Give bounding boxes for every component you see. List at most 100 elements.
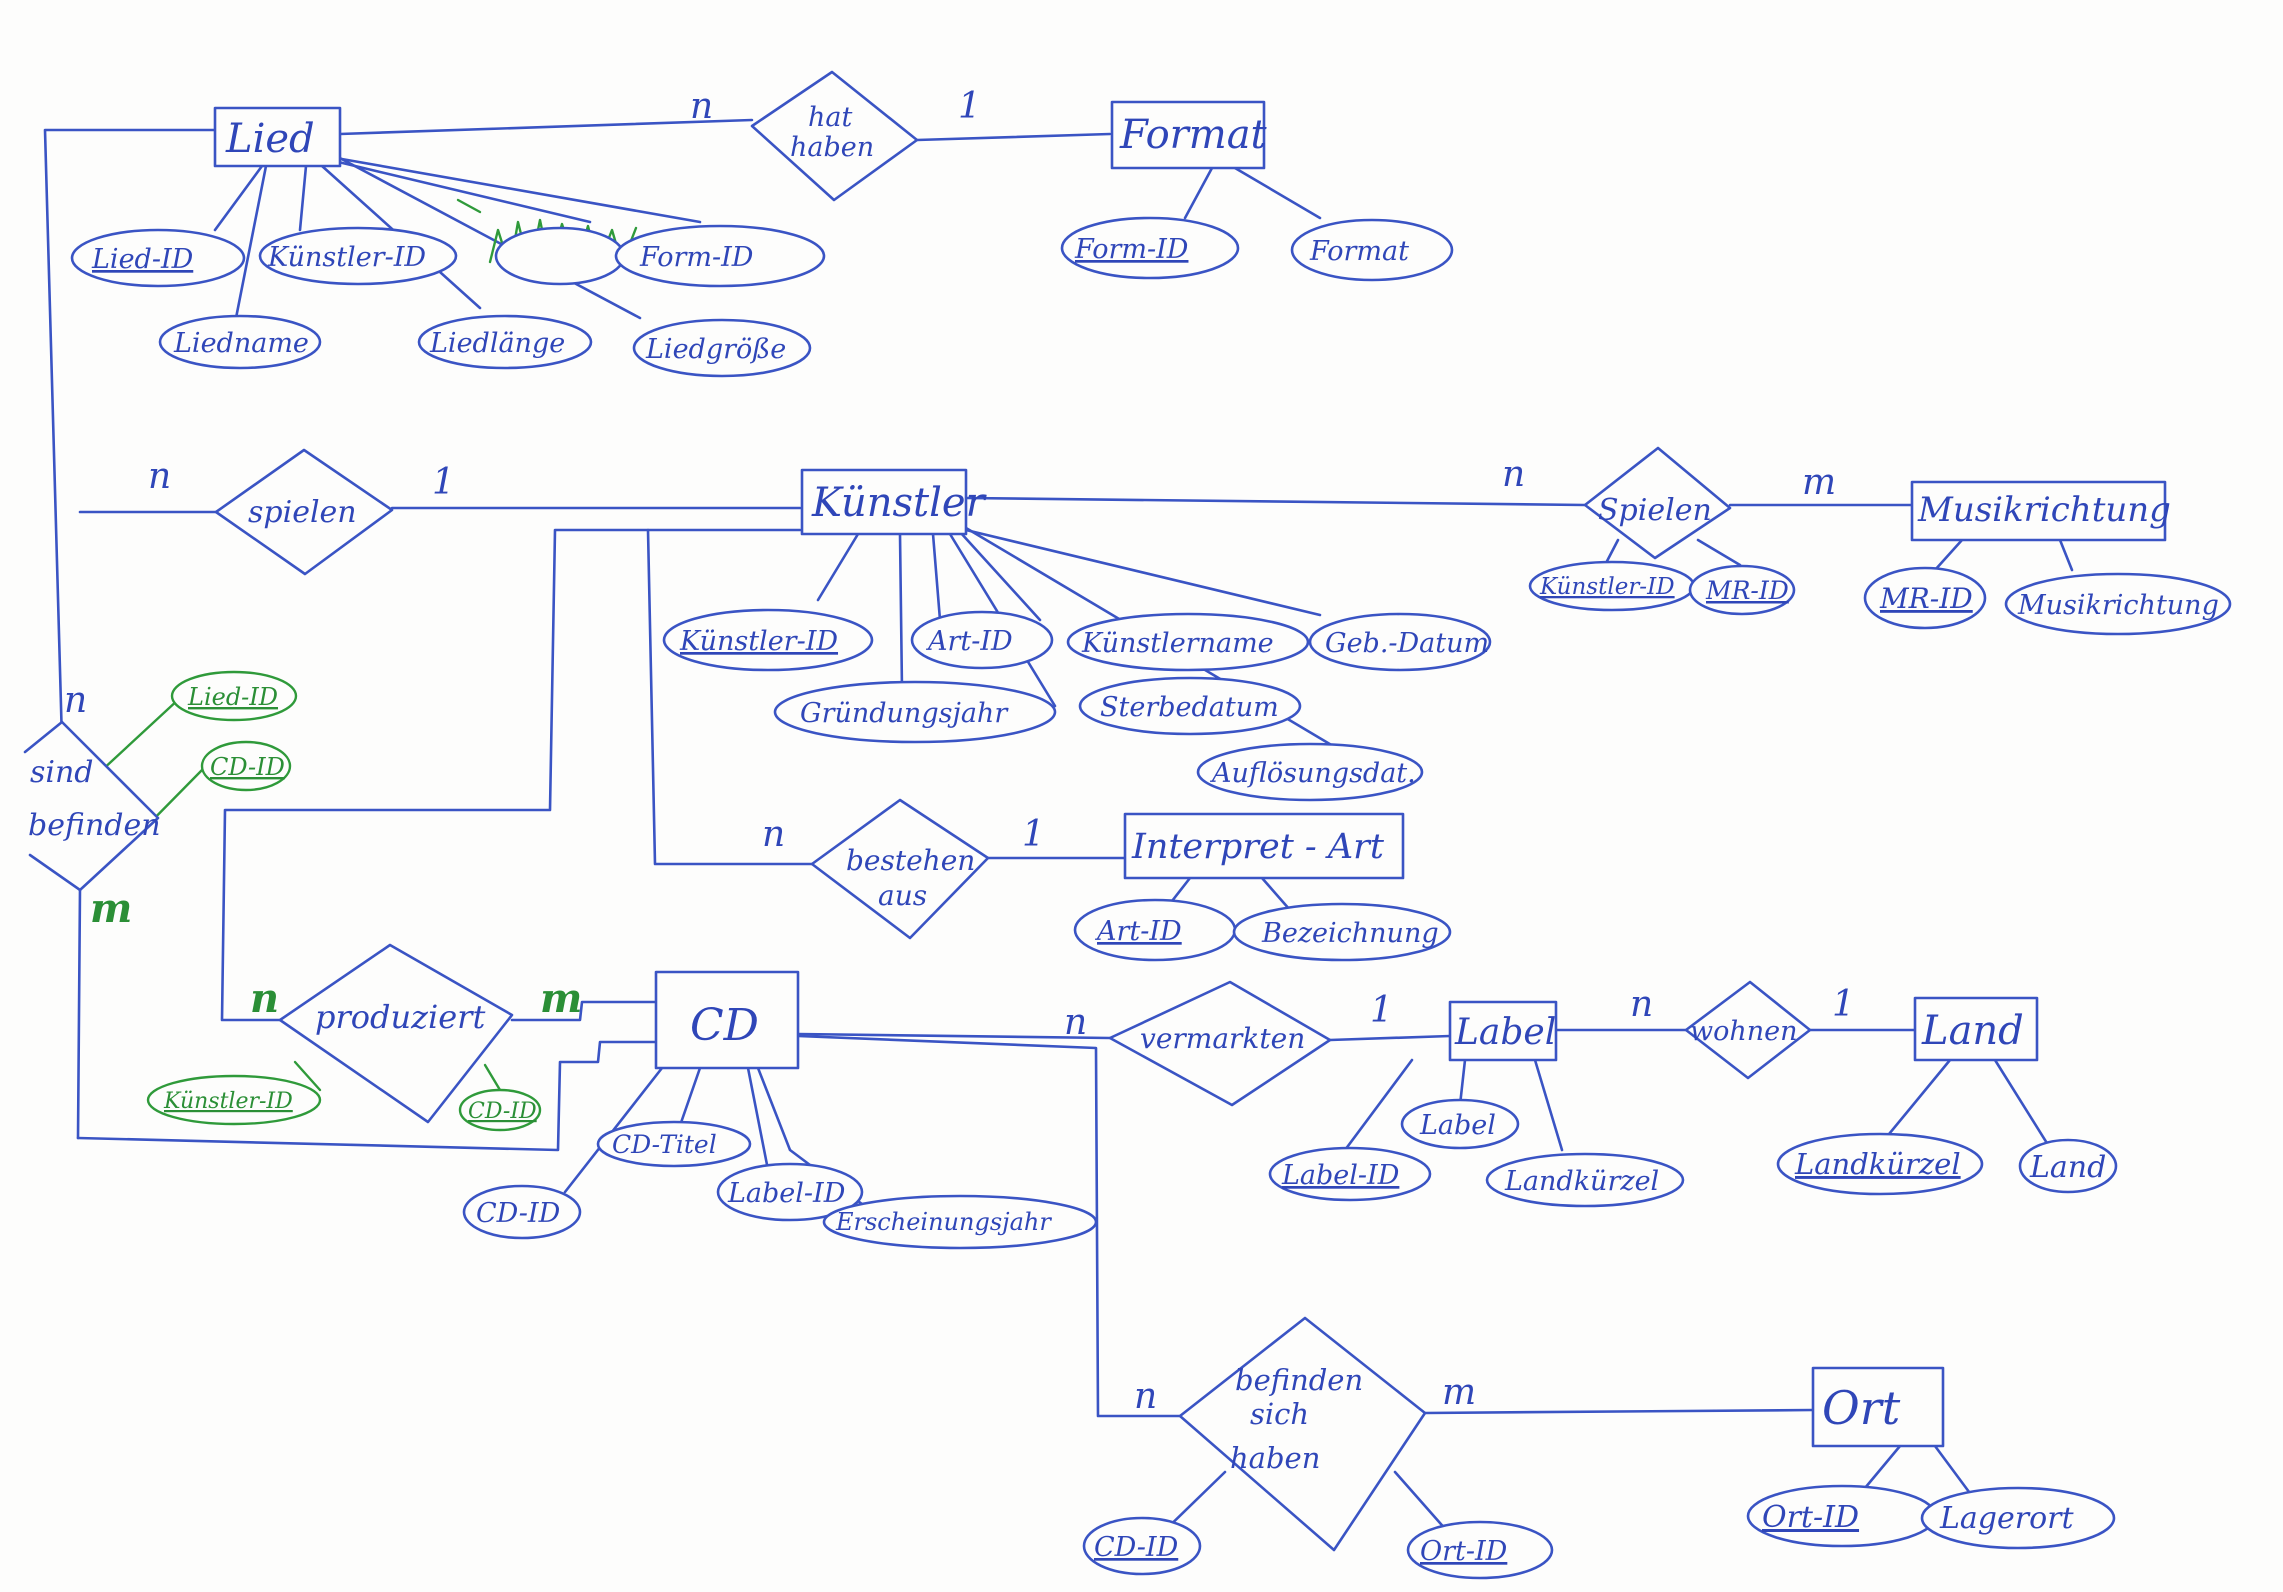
svg-text:aus: aus (878, 879, 927, 912)
attr-cd-titel[interactable]: CD-Titel (596, 1120, 752, 1168)
svg-text:Ort: Ort (1822, 1381, 1901, 1435)
svg-text:Künstler-ID: Künstler-ID (1539, 574, 1675, 600)
entity-kuenstler[interactable]: Künstler (800, 468, 988, 536)
attr-art-id[interactable]: Art-ID (910, 610, 1054, 670)
relationship-spielen-lied[interactable]: spielen (214, 448, 394, 576)
attr-cd-id-scribbled[interactable] (494, 226, 626, 286)
svg-text:Lied: Lied (225, 116, 315, 162)
relationship-produziert[interactable]: produziert (278, 943, 514, 1124)
cardinality-sind-cd: m (90, 885, 132, 932)
entity-label[interactable]: Label (1448, 1000, 1558, 1062)
svg-text:befinden: befinden (28, 808, 161, 843)
svg-text:Landkürzel: Landkürzel (1794, 1147, 1961, 1181)
attr-kuenstler-id[interactable]: Künstler-ID (662, 608, 874, 672)
attr-kuenstler-id-spielen[interactable]: Künstler-ID (1528, 560, 1696, 612)
attr-musikrichtung[interactable]: Musikrichtung (2004, 572, 2232, 636)
attr-geb-datum[interactable]: Geb.-Datum (1308, 612, 1492, 672)
svg-text:Landkürzel: Landkürzel (1504, 1166, 1659, 1197)
attr-cd-id-befinden[interactable]: CD-ID (1082, 1516, 1202, 1576)
attr-green-lied-id[interactable]: Lied-ID (170, 670, 298, 722)
svg-text:Liedgröße: Liedgröße (645, 334, 786, 365)
attr-erscheinungsjahr[interactable]: Erscheinungsjahr (822, 1194, 1098, 1250)
attr-liedname[interactable]: Liedname (158, 314, 322, 370)
relationship-sind-befinden[interactable]: sind befinden (23, 720, 161, 892)
attr-form-id[interactable]: Form-ID (614, 224, 826, 288)
svg-text:Auflösungsdat.: Auflösungsdat. (1209, 758, 1416, 789)
attr-aufloesungsdat[interactable]: Auflösungsdat. (1196, 742, 1424, 802)
svg-text:Musikrichtung: Musikrichtung (2017, 590, 2219, 621)
entity-cd[interactable]: CD (654, 970, 800, 1070)
cardinalities: n 1 n 1 n m n 1 n 1 n 1 n m n m n m (64, 86, 1855, 1417)
svg-text:Künstler-ID: Künstler-ID (163, 1089, 293, 1114)
relationships: hat haben spielen Spielen sind befinden … (23, 70, 1812, 1552)
attr-mr-id[interactable]: MR-ID (1863, 566, 1987, 630)
attr-landkuerzel[interactable]: Landkürzel (1776, 1132, 1984, 1196)
svg-text:wohnen: wohnen (1690, 1016, 1798, 1047)
cardinality-hat-format: 1 (958, 86, 981, 127)
svg-text:vermarkten: vermarkten (1140, 1022, 1305, 1055)
attr-landkuerzel-label[interactable]: Landkürzel (1485, 1152, 1685, 1208)
svg-text:sind: sind (30, 755, 94, 790)
attr-green-cd-id[interactable]: CD-ID (200, 740, 292, 792)
svg-text:Label: Label (1419, 1110, 1496, 1141)
attr-form-id-format[interactable]: Form-ID (1060, 216, 1240, 280)
attr-label[interactable]: Label (1400, 1098, 1520, 1150)
attr-green-cd-id-produziert[interactable]: CD-ID (458, 1088, 542, 1132)
svg-text:Geb.-Datum: Geb.-Datum (1325, 628, 1489, 659)
attr-lied-id[interactable]: Lied-ID (70, 228, 246, 288)
entity-format[interactable]: Format (1110, 100, 1268, 170)
attr-kuenstler-id-lied[interactable]: Künstler-ID (258, 226, 458, 286)
attr-mr-id-spielen[interactable]: MR-ID (1688, 564, 1796, 616)
attr-bezeichnung[interactable]: Bezeichnung (1232, 902, 1452, 962)
attr-format[interactable]: Format (1290, 218, 1454, 282)
relationship-bestehen-aus[interactable]: bestehen aus (810, 798, 990, 940)
entities: Lied Format Künstler Musikrichtung Inter… (213, 100, 2171, 1448)
attr-liedgroesse[interactable]: Liedgröße (632, 318, 812, 378)
relationship-spielen-musikrichtung[interactable]: Spielen (1583, 446, 1732, 560)
svg-text:MR-ID: MR-ID (1879, 582, 1973, 615)
entity-interpret-art[interactable]: Interpret - Art (1123, 812, 1405, 880)
attr-kuenstlername[interactable]: Künstlername (1066, 612, 1310, 672)
attr-liedlaenge[interactable]: Liedlänge (417, 314, 593, 370)
cardinality-bestehen-interpret: 1 (1022, 814, 1045, 855)
svg-text:CD-ID: CD-ID (210, 753, 285, 781)
svg-text:MR-ID: MR-ID (1705, 576, 1789, 605)
attr-art-id-interpret[interactable]: Art-ID (1073, 898, 1237, 962)
attr-gruendungsjahr[interactable]: Gründungsjahr (773, 680, 1057, 744)
attr-label-id[interactable]: Label-ID (1268, 1146, 1432, 1202)
svg-text:Label-ID: Label-ID (1281, 1160, 1400, 1191)
attr-ort-id[interactable]: Ort-ID (1746, 1484, 1938, 1548)
svg-text:Gründungsjahr: Gründungsjahr (800, 698, 1009, 729)
attr-land[interactable]: Land (2018, 1138, 2118, 1194)
attr-green-kuenstler-id[interactable]: Künstler-ID (146, 1074, 322, 1126)
svg-text:Ort-ID: Ort-ID (1420, 1536, 1508, 1567)
cardinality-spielen-kuenstler: 1 (432, 462, 455, 503)
svg-text:Lied-ID: Lied-ID (91, 244, 194, 275)
relationship-wohnen[interactable]: wohnen (1684, 980, 1812, 1080)
svg-text:Künstler-ID: Künstler-ID (679, 626, 838, 657)
entity-lied[interactable]: Lied (213, 106, 342, 168)
entity-musikrichtung[interactable]: Musikrichtung (1910, 480, 2171, 542)
svg-text:Land: Land (2029, 1150, 2106, 1185)
svg-text:Lagerort: Lagerort (1939, 1501, 2075, 1536)
cardinality-befinden-ort: m (1442, 1372, 1476, 1413)
cardinality-wohnen-land: 1 (1832, 984, 1855, 1025)
svg-text:befinden: befinden (1235, 1363, 1363, 1397)
entity-ort[interactable]: Ort (1811, 1366, 1945, 1448)
relationship-befinden-sich[interactable]: befinden sich haben (1178, 1316, 1427, 1552)
attr-sterbedatum[interactable]: Sterbedatum (1078, 676, 1302, 736)
attr-cd-id[interactable]: CD-ID (462, 1184, 582, 1240)
svg-text:CD: CD (690, 1000, 759, 1051)
svg-text:Erscheinungsjahr: Erscheinungsjahr (835, 1208, 1052, 1236)
attr-lagerort[interactable]: Lagerort (1920, 1486, 2116, 1550)
svg-text:Spielen: Spielen (1598, 493, 1712, 528)
cardinality-lied-hat: n (690, 86, 713, 127)
attr-label-id-cd[interactable]: Label-ID (716, 1162, 864, 1222)
entity-land[interactable]: Land (1913, 996, 2039, 1062)
relationship-vermarkten[interactable]: vermarkten (1108, 980, 1332, 1107)
svg-text:Label-ID: Label-ID (727, 1178, 846, 1209)
relationship-hat-haben[interactable]: hat haben (750, 70, 919, 202)
attr-ort-id-befinden[interactable]: Ort-ID (1406, 1520, 1554, 1580)
svg-text:Format: Format (1309, 236, 1409, 267)
